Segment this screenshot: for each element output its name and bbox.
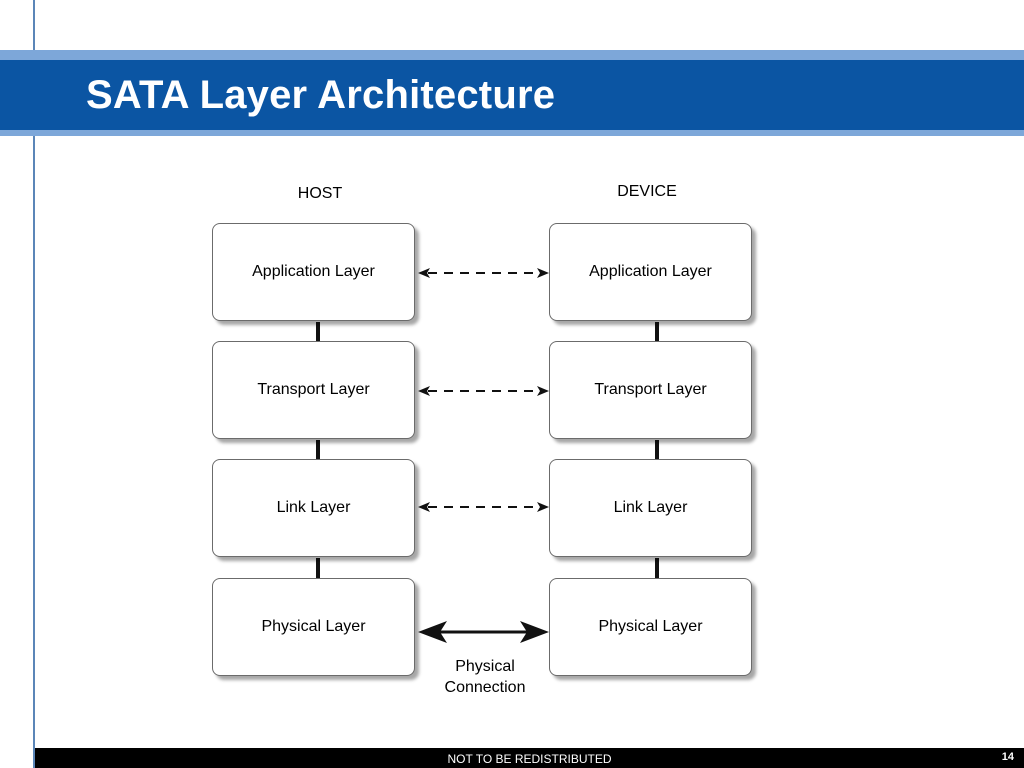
header-top-stripe bbox=[0, 50, 1024, 60]
header-bottom-stripe bbox=[0, 130, 1024, 136]
host-transport-layer: Transport Layer bbox=[212, 341, 415, 439]
page-number: 14 bbox=[1001, 751, 1014, 763]
transport-peer-arrow bbox=[418, 386, 549, 396]
physical-connection-label-line1: Physical bbox=[455, 658, 515, 675]
physical-connection-arrow bbox=[418, 621, 549, 643]
host-connector-3 bbox=[316, 558, 320, 578]
device-label: DEVICE bbox=[617, 183, 677, 200]
host-application-layer: Application Layer bbox=[212, 223, 415, 321]
device-link-layer: Link Layer bbox=[549, 459, 752, 557]
host-connector-2 bbox=[316, 440, 320, 460]
device-connector-3 bbox=[655, 558, 659, 578]
link-peer-arrow bbox=[418, 502, 549, 512]
physical-connection-label-line2: Connection bbox=[444, 679, 526, 696]
device-connector-2 bbox=[655, 440, 659, 460]
header-band bbox=[0, 60, 1024, 130]
host-label: HOST bbox=[297, 185, 343, 202]
application-peer-arrow bbox=[418, 268, 549, 278]
device-transport-layer: Transport Layer bbox=[549, 341, 752, 439]
slide-title: SATA Layer Architecture bbox=[86, 73, 556, 117]
device-physical-layer: Physical Layer bbox=[549, 578, 752, 676]
footer-notice: NOT TO BE REDISTRIBUTED bbox=[447, 752, 612, 766]
footer-bar: NOT TO BE REDISTRIBUTED 14 bbox=[35, 748, 1024, 768]
physical-connection-label: Physical Connection bbox=[420, 656, 550, 698]
device-application-layer: Application Layer bbox=[549, 223, 752, 321]
host-physical-layer: Physical Layer bbox=[212, 578, 415, 676]
host-connector-1 bbox=[316, 322, 320, 342]
host-link-layer: Link Layer bbox=[212, 459, 415, 557]
left-rule bbox=[33, 0, 35, 768]
device-connector-1 bbox=[655, 322, 659, 342]
